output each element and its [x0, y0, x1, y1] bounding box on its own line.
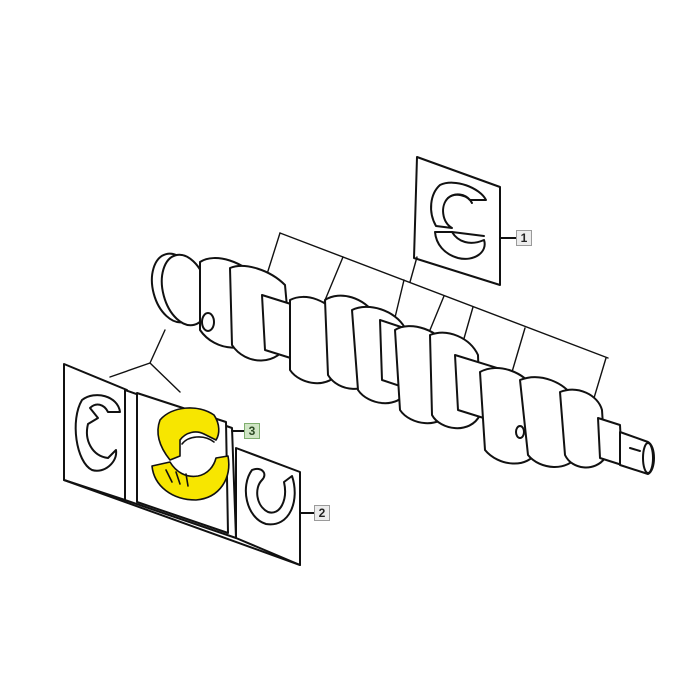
- callout-1[interactable]: 1: [516, 230, 532, 246]
- thrust-bearing-highlight[interactable]: [151, 407, 230, 501]
- callout-2[interactable]: 2: [314, 505, 330, 521]
- thrust-panel: [63, 363, 315, 566]
- main-bearing-panel: [413, 156, 517, 286]
- crankshaft: [150, 252, 655, 475]
- callout-3[interactable]: 3: [244, 423, 260, 439]
- leader-lines-part-1: [261, 232, 609, 399]
- leader-lines-lower: [109, 329, 181, 393]
